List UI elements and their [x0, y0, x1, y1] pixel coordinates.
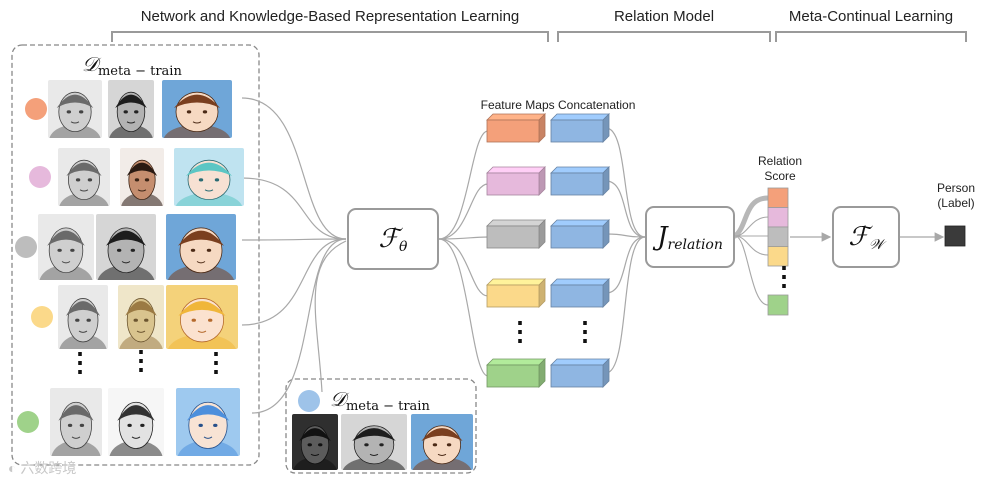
feature-to-relation-line-5	[605, 236, 646, 374]
support-to-encoder-line-4	[241, 238, 347, 326]
relation-score-cell-1	[767, 187, 789, 208]
support-image-r2c3	[174, 148, 244, 206]
dataset-subscript: meta − train	[97, 64, 182, 79]
encoder-to-feature-line-3	[438, 236, 489, 240]
support-set-panel	[11, 44, 260, 466]
query-feature-map-2	[550, 166, 610, 196]
relation-score-cell-4	[767, 246, 789, 267]
support-image-r1c3	[162, 80, 232, 138]
relation-subscript: relation	[667, 237, 723, 253]
relation-to-score-line-4	[734, 235, 769, 306]
query-color-dot	[298, 390, 320, 412]
encoder-to-feature-line-5	[438, 238, 489, 377]
class-1-color-dot	[25, 98, 47, 120]
support-image-r1c1	[48, 80, 102, 138]
support-image-r2c1	[58, 148, 110, 206]
relation-score-cell-3	[767, 226, 789, 247]
query-feature-map-1	[550, 113, 610, 143]
support-image-r4c3	[166, 285, 238, 349]
support-image-r4c2	[118, 285, 164, 349]
relation-symbol: J	[657, 222, 668, 252]
support-ellipsis-col3: ⋮	[203, 347, 229, 377]
class-feature-map-1	[486, 113, 546, 143]
query-feature-map-4	[550, 278, 610, 308]
support-image-r3c1	[38, 214, 94, 280]
person-label-line2: (Label)	[937, 196, 975, 210]
support-to-encoder-line-3	[241, 238, 347, 241]
class-feature-map-2	[486, 166, 546, 196]
query-image-1	[292, 414, 338, 470]
query-set-panel	[285, 378, 477, 474]
query-image-3	[411, 414, 473, 470]
header-meta-continual-learning: Meta-Continual Learning	[788, 8, 954, 25]
relation-score-cell-2	[767, 207, 789, 228]
support-image-r5c1	[50, 388, 102, 456]
support-image-r2c2	[120, 148, 164, 206]
class-5-color-dot	[17, 411, 39, 433]
header-relation-model: Relation Model	[613, 8, 715, 25]
encoder-to-feature-line-2	[438, 183, 489, 240]
relation-score-cell-5	[767, 294, 789, 316]
support-set-label: 𝒟meta − train	[82, 52, 182, 79]
person-label-line1: Person	[936, 181, 976, 195]
support-image-r5c3	[176, 388, 240, 456]
person-label-output	[944, 225, 966, 247]
class-3-color-dot	[15, 236, 37, 258]
header-bracket-relation-model	[557, 31, 771, 42]
relation-score-line1: Relation	[757, 154, 803, 168]
encoder-to-feature-line-1	[438, 130, 489, 240]
class-feature-map-4	[486, 278, 546, 308]
query-dataset-subscript: meta − train	[345, 399, 430, 414]
encoder-to-feature-line-4	[438, 238, 489, 297]
header-bracket-representation	[111, 31, 549, 42]
query-feature-map-3	[550, 219, 610, 249]
encoder-symbol: ℱ	[378, 224, 399, 254]
class-feature-map-5	[486, 358, 546, 388]
support-ellipsis-col1: ⋮	[67, 347, 93, 377]
feature-ellipsis-col1: ⋮	[507, 316, 533, 346]
header-bracket-continual-learning	[775, 31, 967, 42]
support-image-r1c2	[108, 80, 154, 138]
support-image-r3c2	[96, 214, 156, 280]
feature-maps-caption: Feature Maps Concatenation	[480, 98, 636, 112]
support-image-r5c2	[108, 388, 164, 456]
support-to-encoder-line-5	[251, 238, 347, 414]
continual-symbol: ℱ	[848, 222, 869, 252]
continual-subscript: 𝒲	[868, 237, 884, 253]
support-image-r4c1	[58, 285, 108, 349]
relation-to-score-main-line	[732, 195, 771, 239]
support-ellipsis-col2: ⋮	[128, 345, 154, 375]
dataset-symbol: 𝒟	[82, 52, 98, 76]
class-feature-map-3	[486, 219, 546, 249]
class-4-color-dot	[31, 306, 53, 328]
query-feature-map-5	[550, 358, 610, 388]
relation-score-caption: Relation Score	[742, 154, 818, 184]
encoder-subscript: θ	[399, 239, 408, 255]
query-image-2	[341, 414, 407, 470]
watermark: ◐ 六数跨境	[8, 460, 77, 476]
feature-ellipsis-col2: ⋮	[572, 316, 598, 346]
query-dataset-symbol: 𝒟	[330, 387, 346, 411]
class-2-color-dot	[29, 166, 51, 188]
support-to-encoder-line-2	[241, 177, 347, 240]
support-image-r3c3	[166, 214, 236, 280]
query-set-label: 𝒟meta − train	[330, 387, 430, 414]
relation-score-line2: Score	[764, 169, 796, 183]
header-representation-learning: Network and Knowledge-Based Representati…	[140, 8, 520, 25]
feature-to-relation-line-1	[605, 127, 646, 238]
query-to-encoder-line	[314, 240, 347, 393]
score-ellipsis: ⋮	[771, 261, 797, 291]
feature-to-relation-line-3	[605, 233, 646, 238]
relation-to-score-line-3	[734, 235, 769, 256]
person-label-caption: Person (Label)	[928, 181, 984, 211]
support-to-encoder-line-1	[241, 97, 347, 240]
feature-to-relation-line-2	[605, 180, 646, 238]
feature-to-relation-line-4	[605, 236, 646, 294]
